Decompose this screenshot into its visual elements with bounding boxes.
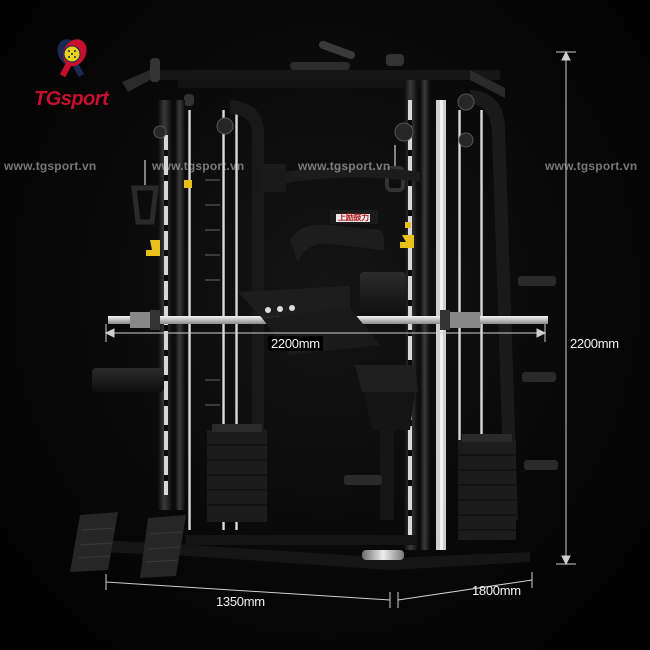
- weight-stack-right: [458, 434, 516, 540]
- bench: [355, 272, 418, 520]
- brand-logo: TGsport: [20, 30, 130, 110]
- watermark-2: www.tgsport.vn: [152, 159, 245, 173]
- weight-stack-left: [207, 424, 267, 522]
- pulleys: [153, 93, 475, 148]
- watermark-1: www.tgsport.vn: [4, 159, 97, 173]
- front-depth-dimension-label: 1350mm: [216, 594, 265, 609]
- left-ladder: [205, 179, 220, 406]
- j-hooks: [146, 180, 414, 256]
- brand-plate-label: 上励鼓力: [338, 213, 369, 222]
- top-frame: [122, 40, 505, 106]
- foot-plates: [70, 512, 186, 578]
- watermark-4: www.tgsport.vn: [545, 159, 638, 173]
- side-depth-dimension-label: 1800mm: [472, 583, 521, 598]
- base-frame: [100, 475, 530, 570]
- height-dimension-label: 2200mm: [570, 336, 619, 351]
- cable-handle-left: [131, 160, 159, 225]
- brand-name: TGsport: [34, 88, 109, 110]
- width-dimension-label: 2200mm: [268, 336, 323, 351]
- pickleball-paddle-icon: [57, 39, 87, 78]
- watermark-3: www.tgsport.vn: [298, 159, 391, 173]
- dimension-lines: [104, 50, 576, 608]
